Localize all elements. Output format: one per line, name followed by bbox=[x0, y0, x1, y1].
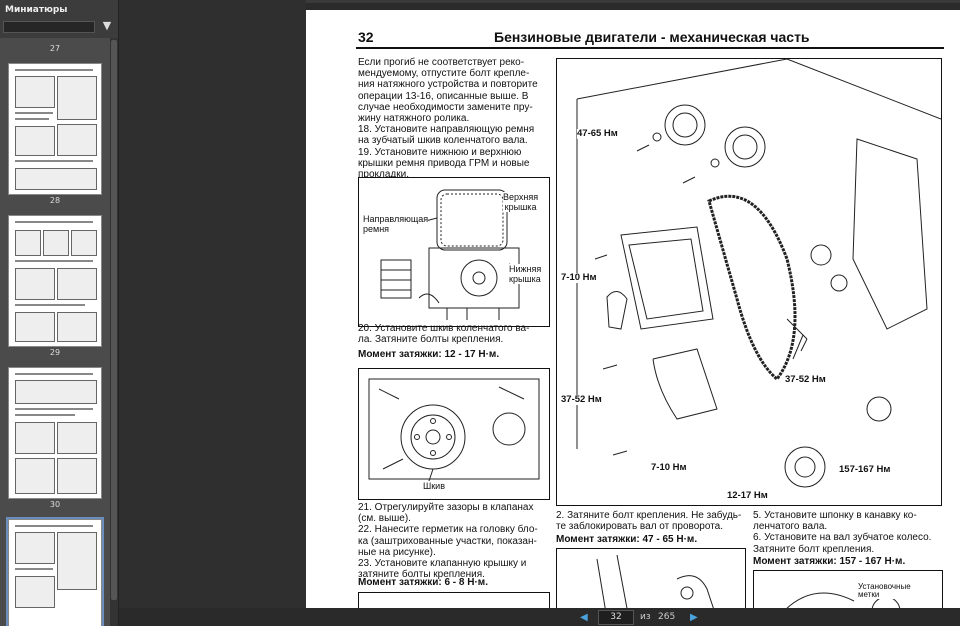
torque-label-47-65: 47-65 Нм bbox=[577, 128, 618, 139]
page-of-label: из bbox=[640, 612, 651, 622]
thumbnail-label: 29 bbox=[49, 348, 61, 357]
previous-page-icon[interactable]: ◀ bbox=[580, 612, 588, 623]
viewer-background bbox=[119, 0, 306, 608]
header-rule bbox=[356, 47, 944, 49]
sidebar-scrollbar[interactable] bbox=[110, 38, 118, 626]
column2-paragraph: 2. Затяните болт крепления. Не забудь-те… bbox=[556, 510, 742, 533]
sidebar-title: Миниатюры bbox=[5, 5, 68, 15]
page-number-input[interactable]: 32 bbox=[598, 610, 634, 625]
thumbnail-page-30[interactable] bbox=[8, 519, 102, 626]
thumbnail-page-29[interactable] bbox=[8, 367, 102, 499]
torque-spec-1: Момент затяжки: 12 - 17 Н·м. bbox=[358, 349, 500, 360]
torque-spec-4: Момент затяжки: 157 - 167 Н·м. bbox=[753, 556, 906, 567]
navigation-bar bbox=[119, 608, 960, 626]
page-total: 265 bbox=[658, 612, 676, 622]
column3-paragraph: 5. Установите шпонку в канавку ко-ленчат… bbox=[753, 510, 932, 555]
page-number: 32 bbox=[358, 29, 374, 45]
thumbnail-label: 27 bbox=[49, 44, 61, 53]
figure-label-pulley: Шкив bbox=[423, 481, 445, 491]
torque-label-12-17: 12-17 Нм bbox=[727, 490, 768, 501]
column1-paragraph1: Если прогиб не соответствует реко-мендуе… bbox=[358, 57, 538, 181]
filter-icon[interactable]: ▼ bbox=[102, 19, 112, 32]
thumbnail-page-27[interactable] bbox=[8, 63, 102, 195]
thumbnail-label: 30 bbox=[49, 500, 61, 509]
thumbnail-page-28[interactable] bbox=[8, 215, 102, 347]
torque-label-7-10-upper: 7-10 Нм bbox=[561, 272, 597, 283]
next-page-icon[interactable]: ▶ bbox=[690, 612, 698, 623]
document-page: 32 Бензиновые двигатели - механическая ч… bbox=[306, 10, 960, 610]
figure-timing-belt-exploded: 47-65 Нм 7-10 Нм 37-52 Нм 37-52 Нм 7-10 … bbox=[556, 58, 942, 506]
thumbnail-label: 28 bbox=[49, 196, 61, 205]
figure-valve-cover bbox=[358, 592, 550, 610]
torque-spec-3: Момент затяжки: 47 - 65 Н·м. bbox=[556, 534, 698, 545]
figure-camshaft bbox=[556, 548, 746, 610]
page-header: Бензиновые двигатели - механическая част… bbox=[494, 29, 810, 45]
column1-paragraph2: 20. Установите шкив коленчатого ва-ла. З… bbox=[358, 323, 530, 346]
torque-label-37-52-right: 37-52 Нм bbox=[785, 374, 826, 385]
top-strip bbox=[0, 0, 960, 3]
torque-label-37-52-left: 37-52 Нм bbox=[561, 394, 602, 405]
torque-spec-2: Момент затяжки: 6 - 8 Н·м. bbox=[358, 577, 488, 588]
figure-crankshaft-pulley: Шкив bbox=[358, 368, 550, 500]
thumbnail-search-input[interactable] bbox=[3, 21, 95, 33]
torque-label-157-167: 157-167 Нм bbox=[839, 464, 891, 475]
column1-paragraph3: 21. Отрегулируйте зазоры в клапанах(см. … bbox=[358, 502, 538, 581]
torque-label-7-10-lower: 7-10 Нм bbox=[651, 462, 687, 473]
thumbnail-list[interactable]: 27 28 29 bbox=[0, 38, 110, 626]
thumbnails-sidebar: Миниатюры ▼ 27 28 29 bbox=[0, 0, 119, 626]
